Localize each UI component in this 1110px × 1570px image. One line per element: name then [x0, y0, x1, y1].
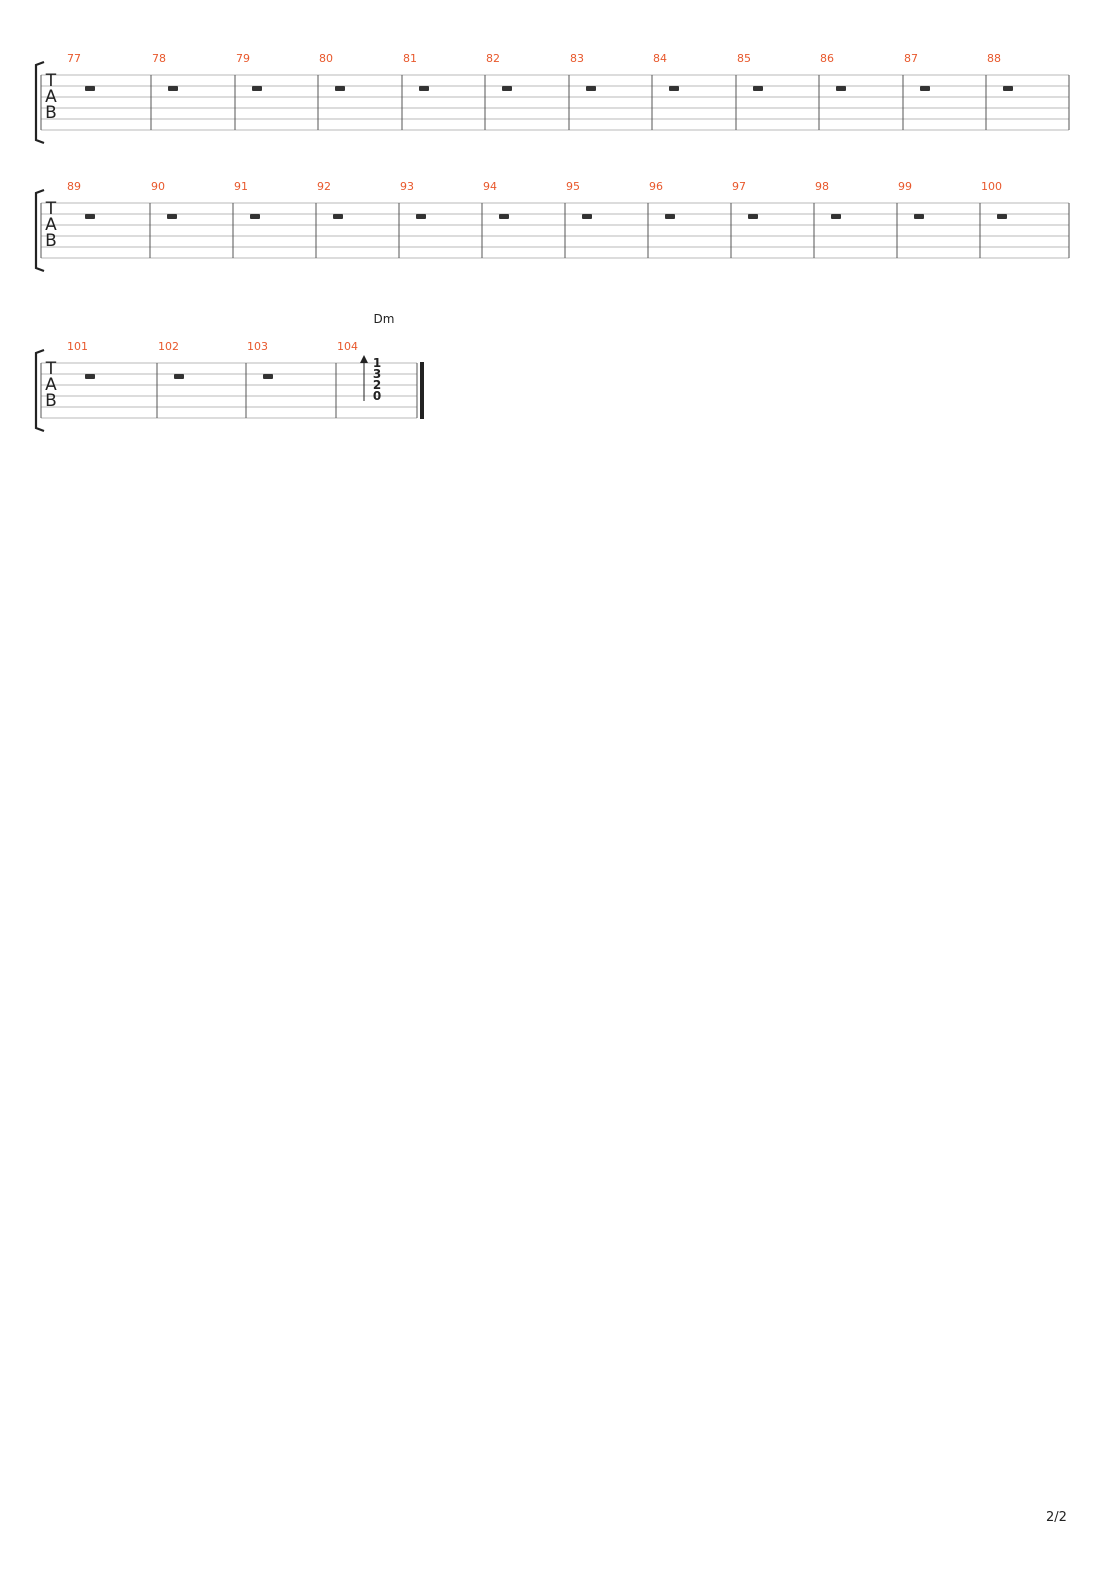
measure-number: 101 — [67, 340, 88, 353]
tab-clef-letter: T — [45, 359, 57, 379]
measure-number: 91 — [234, 180, 248, 193]
measure-number: 93 — [400, 180, 414, 193]
tab-system: TAB 77 78 79 80 81 82 83 84 85 86 87 88 — [34, 52, 1070, 145]
measure-number: 94 — [483, 180, 497, 193]
whole-rest — [85, 86, 95, 91]
measure-number: 102 — [158, 340, 179, 353]
whole-rest — [920, 86, 930, 91]
whole-rest — [582, 214, 592, 219]
measure-number: 85 — [737, 52, 751, 65]
measure-number: 77 — [67, 52, 81, 65]
whole-rest — [586, 86, 596, 91]
whole-rest — [85, 214, 95, 219]
fret-number: 0 — [373, 389, 381, 403]
measure-number: 84 — [653, 52, 667, 65]
whole-rest — [997, 214, 1007, 219]
measure-number: 104 — [337, 340, 358, 353]
page-number: 2/2 — [1046, 1510, 1067, 1525]
whole-rest — [419, 86, 429, 91]
measure-number: 79 — [236, 52, 250, 65]
measure-number: 99 — [898, 180, 912, 193]
whole-rest — [753, 86, 763, 91]
measure-number: 90 — [151, 180, 165, 193]
final-barline — [420, 362, 424, 419]
whole-rest — [836, 86, 846, 91]
measure-number: 96 — [649, 180, 663, 193]
whole-rest — [499, 214, 509, 219]
whole-rest — [665, 214, 675, 219]
fret-number: 2 — [373, 378, 381, 392]
measure-number: 80 — [319, 52, 333, 65]
tab-clef-letter: A — [45, 215, 57, 235]
measure-number: 88 — [987, 52, 1001, 65]
measure-number: 103 — [247, 340, 268, 353]
system-bracket — [34, 60, 45, 145]
whole-rest — [263, 374, 273, 379]
tab-clef-letter: T — [45, 71, 57, 91]
whole-rest — [335, 86, 345, 91]
whole-rest — [416, 214, 426, 219]
measure-number: 98 — [815, 180, 829, 193]
tab-clef-letter: A — [45, 87, 57, 107]
measure-number: 92 — [317, 180, 331, 193]
fret-number: 1 — [373, 356, 381, 370]
measure-number: 83 — [570, 52, 584, 65]
measure-number: 100 — [981, 180, 1002, 193]
chord-name: Dm — [374, 312, 395, 326]
whole-rest — [333, 214, 343, 219]
measure-number: 87 — [904, 52, 918, 65]
whole-rest — [168, 86, 178, 91]
tab-system: TAB 89 90 91 92 93 94 95 96 97 98 99 100 — [34, 180, 1070, 273]
tab-clef-letter: B — [45, 103, 57, 123]
whole-rest — [167, 214, 177, 219]
measure-number: 86 — [820, 52, 834, 65]
measure-number: 78 — [152, 52, 166, 65]
fret-number: 3 — [373, 367, 381, 381]
tab-clef-letter: B — [45, 391, 57, 411]
tab-clef-letter: A — [45, 375, 57, 395]
whole-rest — [1003, 86, 1013, 91]
whole-rest — [174, 374, 184, 379]
system-bracket — [34, 188, 45, 273]
whole-rest — [914, 214, 924, 219]
system-bracket — [34, 348, 45, 433]
whole-rest — [669, 86, 679, 91]
whole-rest — [252, 86, 262, 91]
measure-number: 95 — [566, 180, 580, 193]
measure-number: 97 — [732, 180, 746, 193]
whole-rest — [502, 86, 512, 91]
whole-rest — [831, 214, 841, 219]
whole-rest — [85, 374, 95, 379]
whole-rest — [250, 214, 260, 219]
whole-rest — [748, 214, 758, 219]
tab-clef-letter: T — [45, 199, 57, 219]
tab-clef-letter: B — [45, 231, 57, 251]
measure-number: 82 — [486, 52, 500, 65]
measure-number: 89 — [67, 180, 81, 193]
strum-arrow-up-icon — [360, 355, 368, 363]
measure-number: 81 — [403, 52, 417, 65]
